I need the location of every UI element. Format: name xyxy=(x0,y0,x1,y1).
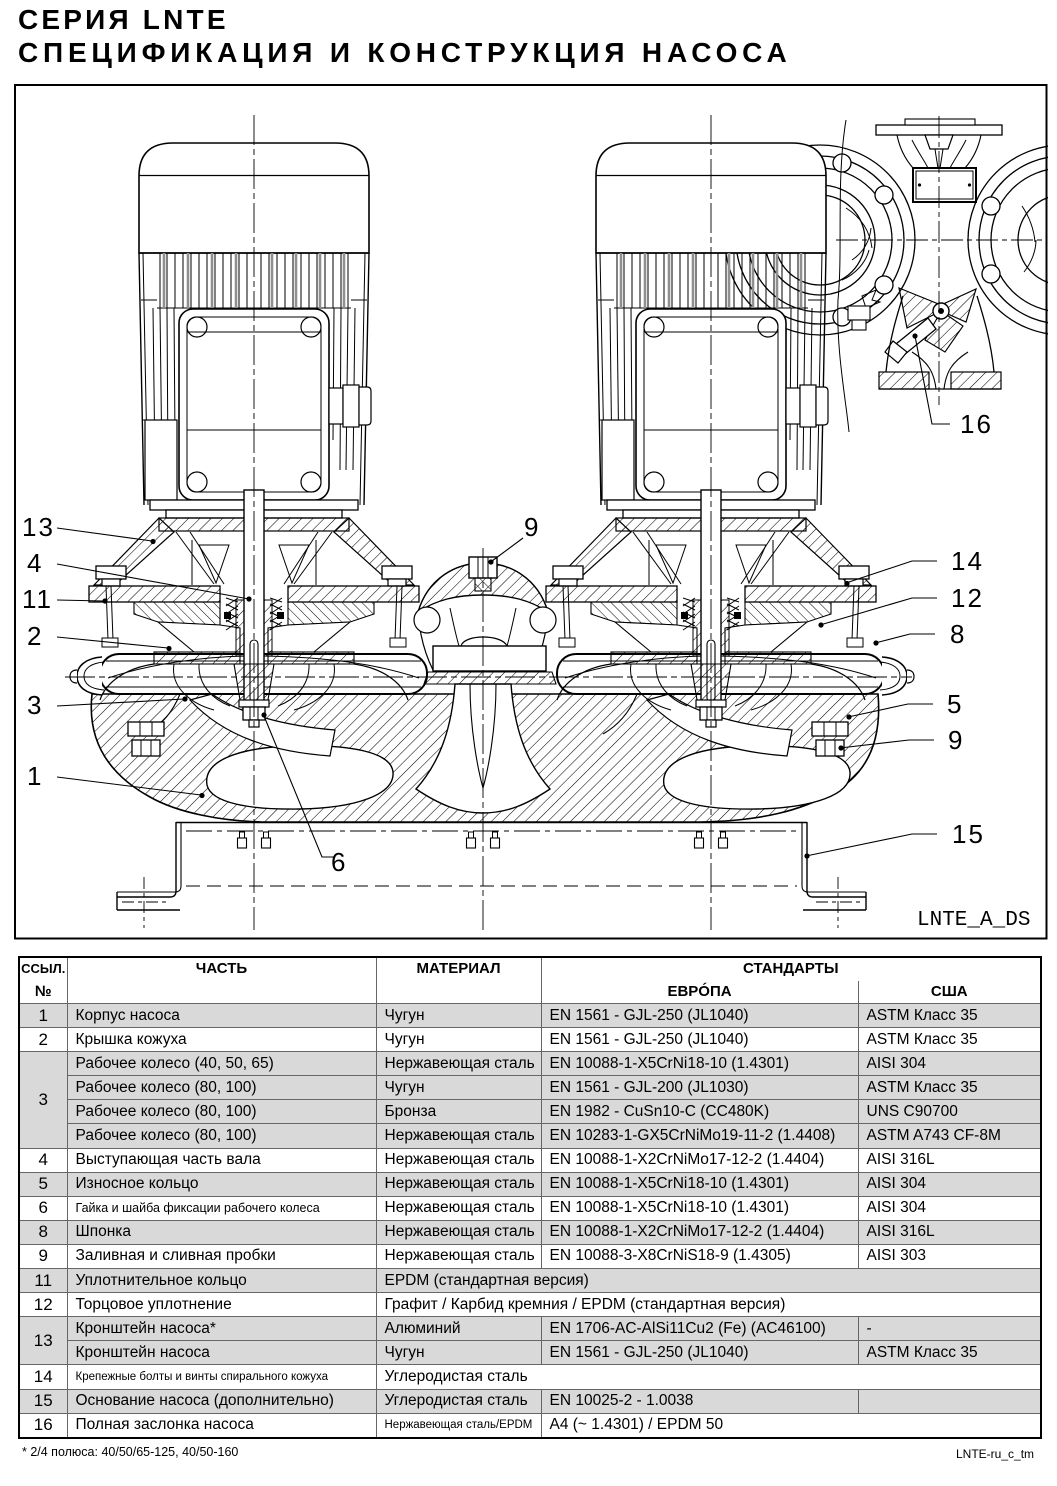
svg-text:11: 11 xyxy=(22,584,53,614)
svg-text:12: 12 xyxy=(951,583,984,613)
svg-text:5: 5 xyxy=(947,689,963,719)
svg-text:4: 4 xyxy=(27,548,43,578)
svg-text:13: 13 xyxy=(22,512,55,542)
svg-text:6: 6 xyxy=(331,847,347,877)
svg-text:9: 9 xyxy=(948,725,964,755)
svg-text:2: 2 xyxy=(27,621,43,651)
svg-text:3: 3 xyxy=(27,690,43,720)
svg-text:9: 9 xyxy=(524,512,540,542)
svg-text:16: 16 xyxy=(960,409,993,439)
svg-text:15: 15 xyxy=(952,819,985,849)
svg-text:1: 1 xyxy=(27,761,43,791)
svg-text:14: 14 xyxy=(951,546,984,576)
svg-text:8: 8 xyxy=(950,619,966,649)
svg-text:LNTE_A_DS: LNTE_A_DS xyxy=(917,909,1030,932)
